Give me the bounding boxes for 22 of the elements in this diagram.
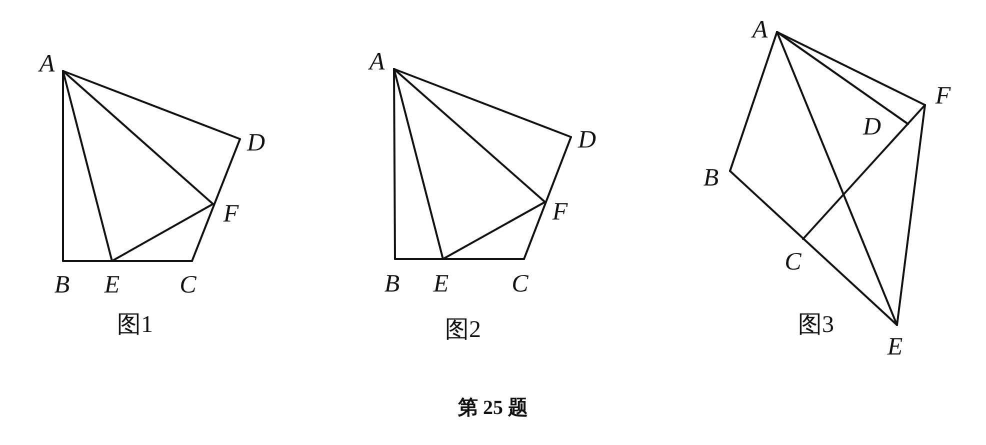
- point-label: C: [784, 250, 802, 274]
- point-label: B: [384, 272, 400, 296]
- point-label: F: [935, 84, 951, 108]
- point-label: A: [369, 50, 385, 74]
- point-label: A: [752, 18, 768, 42]
- point-label: B: [54, 272, 70, 298]
- caption: 第 25 题: [458, 398, 528, 418]
- point-label: D: [246, 130, 266, 156]
- point-label: D: [578, 128, 596, 152]
- point-label: B: [703, 166, 719, 190]
- figure-label: 图1: [117, 313, 153, 337]
- point-label: D: [862, 114, 882, 140]
- point-label: F: [223, 202, 239, 226]
- point-label: C: [180, 272, 196, 298]
- point-label: E: [887, 334, 903, 360]
- figure-label: 图3: [798, 313, 834, 337]
- figure-label: 图2: [445, 318, 481, 342]
- point-label: C: [512, 272, 528, 296]
- point-label: A: [39, 52, 55, 76]
- point-label: E: [433, 272, 449, 296]
- point-label: F: [552, 200, 568, 224]
- point-label: E: [104, 272, 120, 298]
